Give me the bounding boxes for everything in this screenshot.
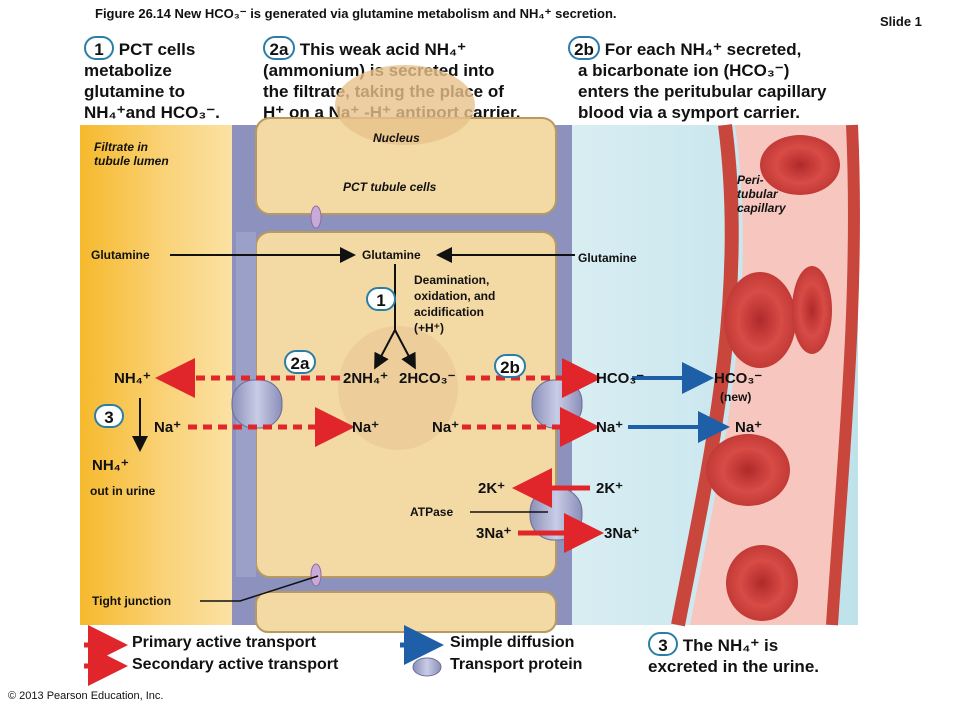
step-1-text: 1 PCT cells metabolize glutamine to NH₄⁺… bbox=[84, 36, 254, 123]
na-right-label: Na⁺ bbox=[596, 419, 624, 436]
na3-right-label: 3Na⁺ bbox=[604, 525, 640, 542]
step-2b-text: 2b For each NH₄⁺ secreted, a bicarbonate… bbox=[568, 36, 868, 123]
slide-number: Slide 1 bbox=[880, 14, 922, 29]
nh4-cell-label: 2NH₄⁺ bbox=[343, 370, 389, 387]
red-blood-cell bbox=[792, 266, 832, 354]
diagram-badge-2b: 2b bbox=[494, 354, 526, 378]
hco3-cell-label: 2HCO₃⁻ bbox=[399, 370, 456, 387]
na-lumen-label: Na⁺ bbox=[154, 419, 182, 436]
hco3-right-label: HCO₃⁻ bbox=[596, 370, 645, 387]
nucleus bbox=[335, 65, 475, 145]
step-1-badge: 1 bbox=[84, 36, 114, 60]
legend-protein-label: Transport protein bbox=[450, 656, 583, 673]
out-in-urine-label: out in urine bbox=[90, 484, 156, 498]
na-blood-label: Na⁺ bbox=[735, 419, 763, 436]
red-blood-cell bbox=[726, 545, 798, 621]
step-3-badge: 3 bbox=[648, 632, 678, 656]
pct-cells-label: PCT tubule cells bbox=[343, 180, 437, 194]
capillary-wall-right bbox=[826, 124, 860, 626]
diagram-badge-1: 1 bbox=[366, 287, 396, 311]
metabolism-arrow-nh4 bbox=[374, 329, 396, 370]
diagram-badge-2a: 2a bbox=[284, 350, 316, 374]
bottom-pct-cell bbox=[255, 591, 557, 633]
tubule-lumen bbox=[80, 125, 255, 625]
legend-primary-label: Primary active transport bbox=[132, 634, 317, 651]
glutamine-lumen-label: Glutamine bbox=[91, 248, 150, 262]
nh4-urine-label: NH₄⁺ bbox=[92, 457, 129, 474]
red-blood-cell bbox=[706, 434, 790, 506]
step-2b-badge: 2b bbox=[568, 36, 600, 60]
tight-junction-lower bbox=[310, 563, 322, 587]
glutamine-cell-label: Glutamine bbox=[362, 248, 421, 262]
nucleus-label: Nucleus bbox=[373, 131, 420, 145]
hco3-blood-label: HCO₃⁻ bbox=[714, 370, 763, 387]
tight-junction-leader bbox=[200, 575, 319, 602]
nh4-lumen-label: NH₄⁺ bbox=[114, 370, 151, 387]
k-right-label: 2K⁺ bbox=[596, 480, 624, 497]
na-cell-right-label: Na⁺ bbox=[432, 419, 460, 436]
k-cell-label: 2K⁺ bbox=[478, 480, 506, 497]
atpase-label: ATPase bbox=[410, 505, 454, 519]
tight-junction-upper bbox=[310, 205, 322, 229]
figure-title: Figure 26.14 New HCO₃⁻ is generated via … bbox=[95, 6, 617, 21]
step-2a-badge: 2a bbox=[263, 36, 295, 60]
legend-simple-label: Simple diffusion bbox=[450, 634, 575, 651]
legend-protein-swatch bbox=[412, 657, 442, 677]
glutamine-blood-label: Glutamine bbox=[578, 251, 637, 265]
na-nh4-antiporter bbox=[231, 379, 283, 429]
copyright: © 2013 Pearson Education, Inc. bbox=[8, 690, 164, 702]
tight-junction-label: Tight junction bbox=[92, 594, 172, 608]
red-blood-cell bbox=[760, 135, 840, 195]
diagram-badge-3: 3 bbox=[94, 404, 124, 428]
na-cell-left-label: Na⁺ bbox=[352, 419, 380, 436]
step-3-text: 3 The NH₄⁺ is excreted in the urine. bbox=[648, 632, 948, 677]
legend-secondary-label: Secondary active transport bbox=[132, 656, 339, 673]
cytoplasm-region bbox=[338, 326, 458, 450]
na3-cell-label: 3Na⁺ bbox=[476, 525, 512, 542]
na-hco3-symporter bbox=[531, 379, 583, 429]
metabolism-arrow-hco3 bbox=[394, 329, 416, 370]
new-label: (new) bbox=[720, 390, 752, 404]
red-blood-cell bbox=[724, 272, 796, 368]
capillary-wall-left bbox=[671, 124, 739, 627]
